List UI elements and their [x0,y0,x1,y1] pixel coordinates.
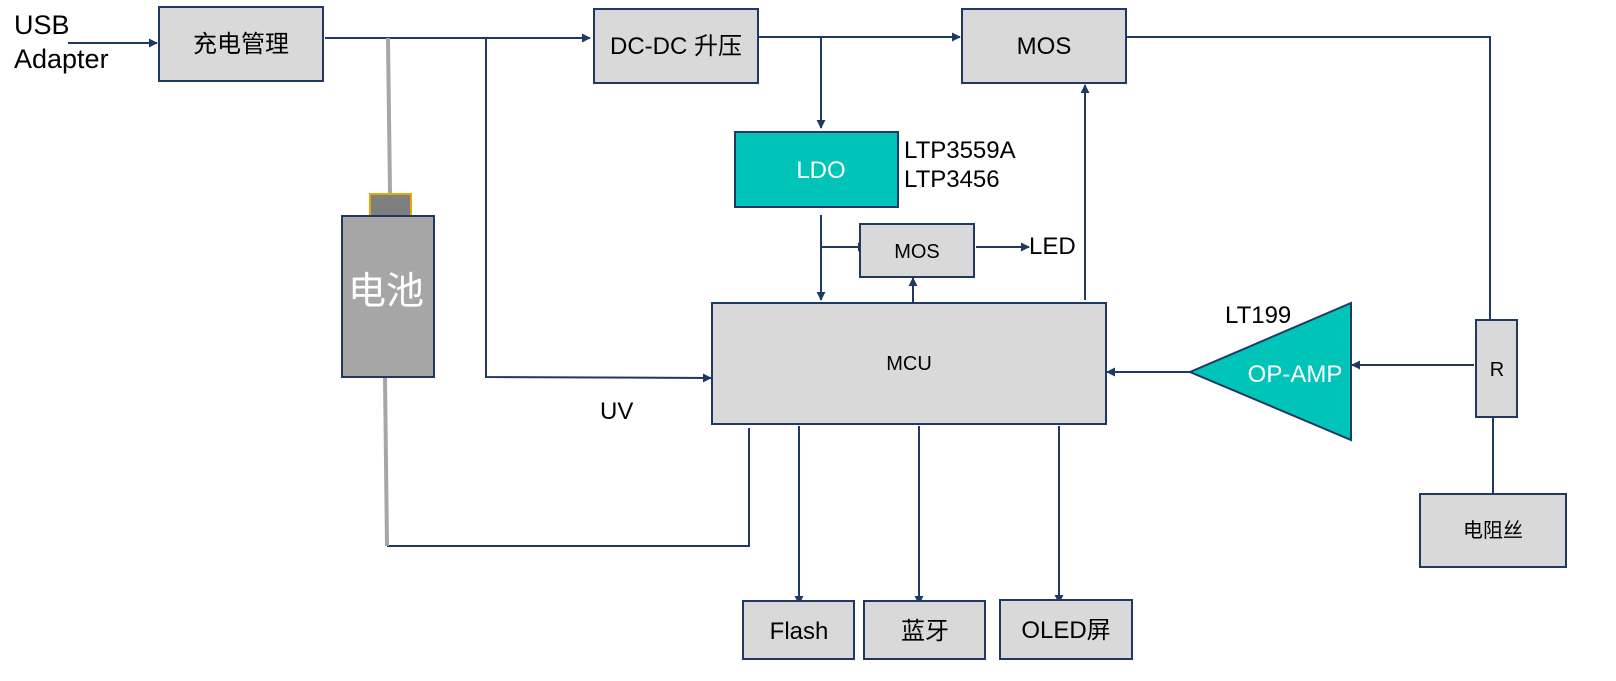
led-label: LED [1029,233,1076,260]
bluetooth-label: 蓝牙 [901,618,949,645]
usb-adapter-label-line2: Adapter [14,44,109,74]
battery-label: 电池 [348,271,424,313]
mos-power-label: MOS [1017,33,1072,60]
flash-label: Flash [770,618,829,645]
opamp-part-number: LT199 [1225,302,1291,329]
dcdc-boost-block [593,8,759,84]
usb-adapter-label-line1: USB [14,10,70,40]
charge-management-block [158,6,324,82]
battery-block [341,215,435,378]
ldo-block [734,131,899,208]
shunt-resistor-label: R [1490,359,1504,381]
heating-wire-block [1419,493,1567,568]
oled-label: OLED屏 [1021,617,1110,644]
mos-led-driver-label: MOS [894,241,940,263]
oled-block [999,599,1133,660]
battery-lead-bottom [383,377,389,547]
ldo-part-number-2: LTP3456 [904,166,1000,193]
uv-label: UV [600,398,633,425]
ldo-part-number-1: LTP3559A [904,137,1016,164]
wire-battery-return [387,428,750,547]
bluetooth-block [863,600,986,660]
wire-uv-sense [485,38,712,383]
opamp-triangle [1187,301,1352,442]
mos-power-block [961,8,1127,84]
connections [68,32,1494,605]
flash-block [742,600,855,660]
battery-terminal [369,193,412,218]
wire-mos-to-resistor [1127,36,1491,320]
battery-lead-top [386,37,392,195]
ldo-label: LDO [796,157,845,184]
opamp-label: OP-AMP [1248,361,1343,388]
dcdc-boost-label: DC-DC 升压 [610,33,742,60]
heating-wire-label: 电阻丝 [1463,519,1523,542]
mcu-label: MCU [886,353,932,375]
charge-management-label: 充电管理 [193,31,289,58]
shunt-resistor-block [1475,319,1518,418]
mos-led-driver-block [859,223,975,278]
mcu-block [711,302,1107,425]
